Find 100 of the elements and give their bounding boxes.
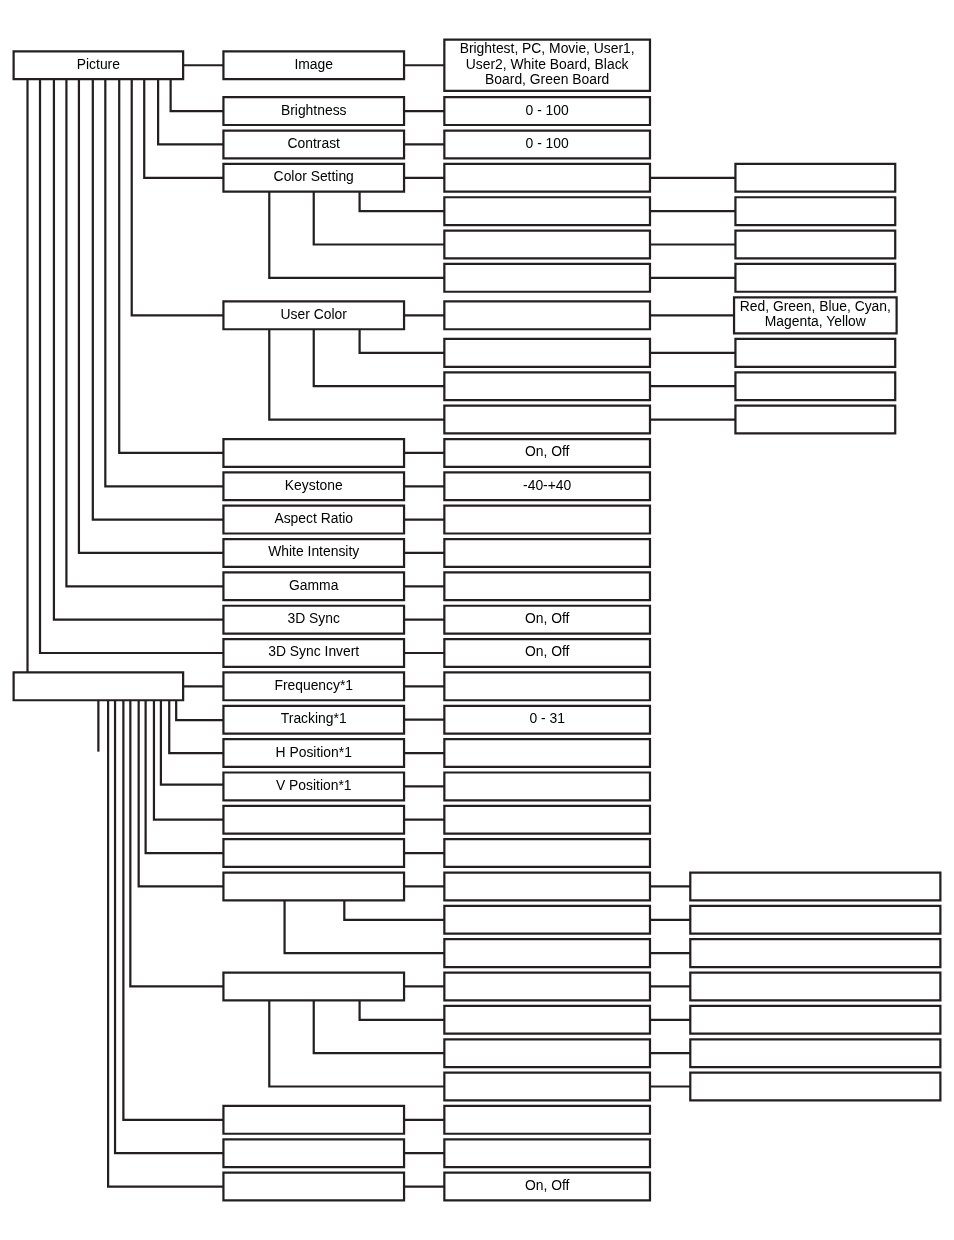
node-box [734,262,897,293]
connector [118,79,224,455]
node-box [689,1004,942,1035]
node-box [443,938,652,969]
node-box: Keystone [222,471,406,502]
connector [268,191,445,279]
connector [129,700,224,988]
connector [169,79,224,113]
connector [650,176,736,179]
connector [404,176,445,179]
node-box: Aspect Ratio [222,504,406,535]
node-box [222,971,406,1002]
connector [650,885,691,888]
connector [312,329,445,388]
connector [312,191,445,246]
node-box: On, Off [443,604,652,635]
node-box [443,196,652,227]
connector [404,851,445,855]
node-box [222,437,406,468]
node-box [443,871,652,902]
node-box [443,371,652,402]
node-box [443,1138,652,1169]
node-box: Picture [12,50,185,81]
node-box [443,229,652,260]
node-box [443,771,652,802]
connector [650,985,691,988]
connector [650,418,736,421]
connector [404,985,445,988]
node-box: 0 - 100 [443,129,652,160]
node-box [734,196,897,227]
connector [404,751,445,755]
node-box [443,904,652,935]
connector [404,314,445,317]
node-box [443,337,652,368]
node-box [689,971,942,1002]
node-box: On, Off [443,638,652,668]
node-box [689,1038,942,1069]
node-box: Contrast [222,129,406,160]
node-box [734,371,897,402]
connector [404,651,445,655]
connector [404,718,445,721]
node-box [222,838,406,869]
node-box: Red, Green, Blue, Cyan, Magenta, Yellow [732,296,898,335]
connector [650,243,736,246]
connector [650,1052,691,1055]
node-box: Tracking*1 [222,704,406,735]
connector [312,1000,445,1055]
node-box [689,904,942,935]
connector [404,1185,445,1188]
node-box [443,804,652,835]
connector [97,700,100,752]
node-box [12,671,185,702]
node-box [443,262,652,293]
node-box: Image [222,50,406,81]
node-box: Brightest, PC, Movie, User1, User2, White Board, Black Board, Green Board [443,38,652,93]
node-box [443,1071,652,1102]
node-box [443,971,652,1002]
node-box [443,537,652,568]
node-box [222,871,406,902]
connector [650,918,691,921]
node-box [443,1038,652,1069]
connector [650,276,736,279]
node-box: 0 - 100 [443,96,652,127]
node-box [443,1004,652,1035]
connector [404,685,445,688]
connector [183,64,224,67]
node-box: On, Off [443,1171,652,1202]
node-box [443,300,652,331]
node-box: Color Setting [222,162,406,193]
node-box: 3D Sync [222,604,406,635]
node-box [734,229,897,260]
connector [650,952,691,955]
connector [404,64,445,67]
connector [157,79,224,146]
connector [175,700,224,722]
node-box [222,1171,406,1202]
node-box: Frequency*1 [222,671,406,702]
node-box [443,738,652,769]
connector [650,210,736,213]
connector [152,700,224,821]
node-box: On, Off [443,437,652,468]
connector [283,900,445,955]
connector [143,79,223,179]
connector [650,1085,691,1088]
connector [404,143,445,146]
node-box [734,404,897,435]
connector [358,329,445,354]
connector [650,1018,691,1021]
node-box: Gamma [222,571,406,602]
node-box [222,1104,406,1135]
node-box: V Position*1 [222,771,406,802]
connector [137,700,224,888]
node-box [443,571,652,602]
connector [26,79,29,672]
node-box [734,337,897,368]
connector [404,785,445,788]
node-box: H Position*1 [222,738,406,769]
node-box: Brightness [222,96,406,127]
node-box: 0 - 31 [443,704,652,735]
connector [404,110,445,113]
